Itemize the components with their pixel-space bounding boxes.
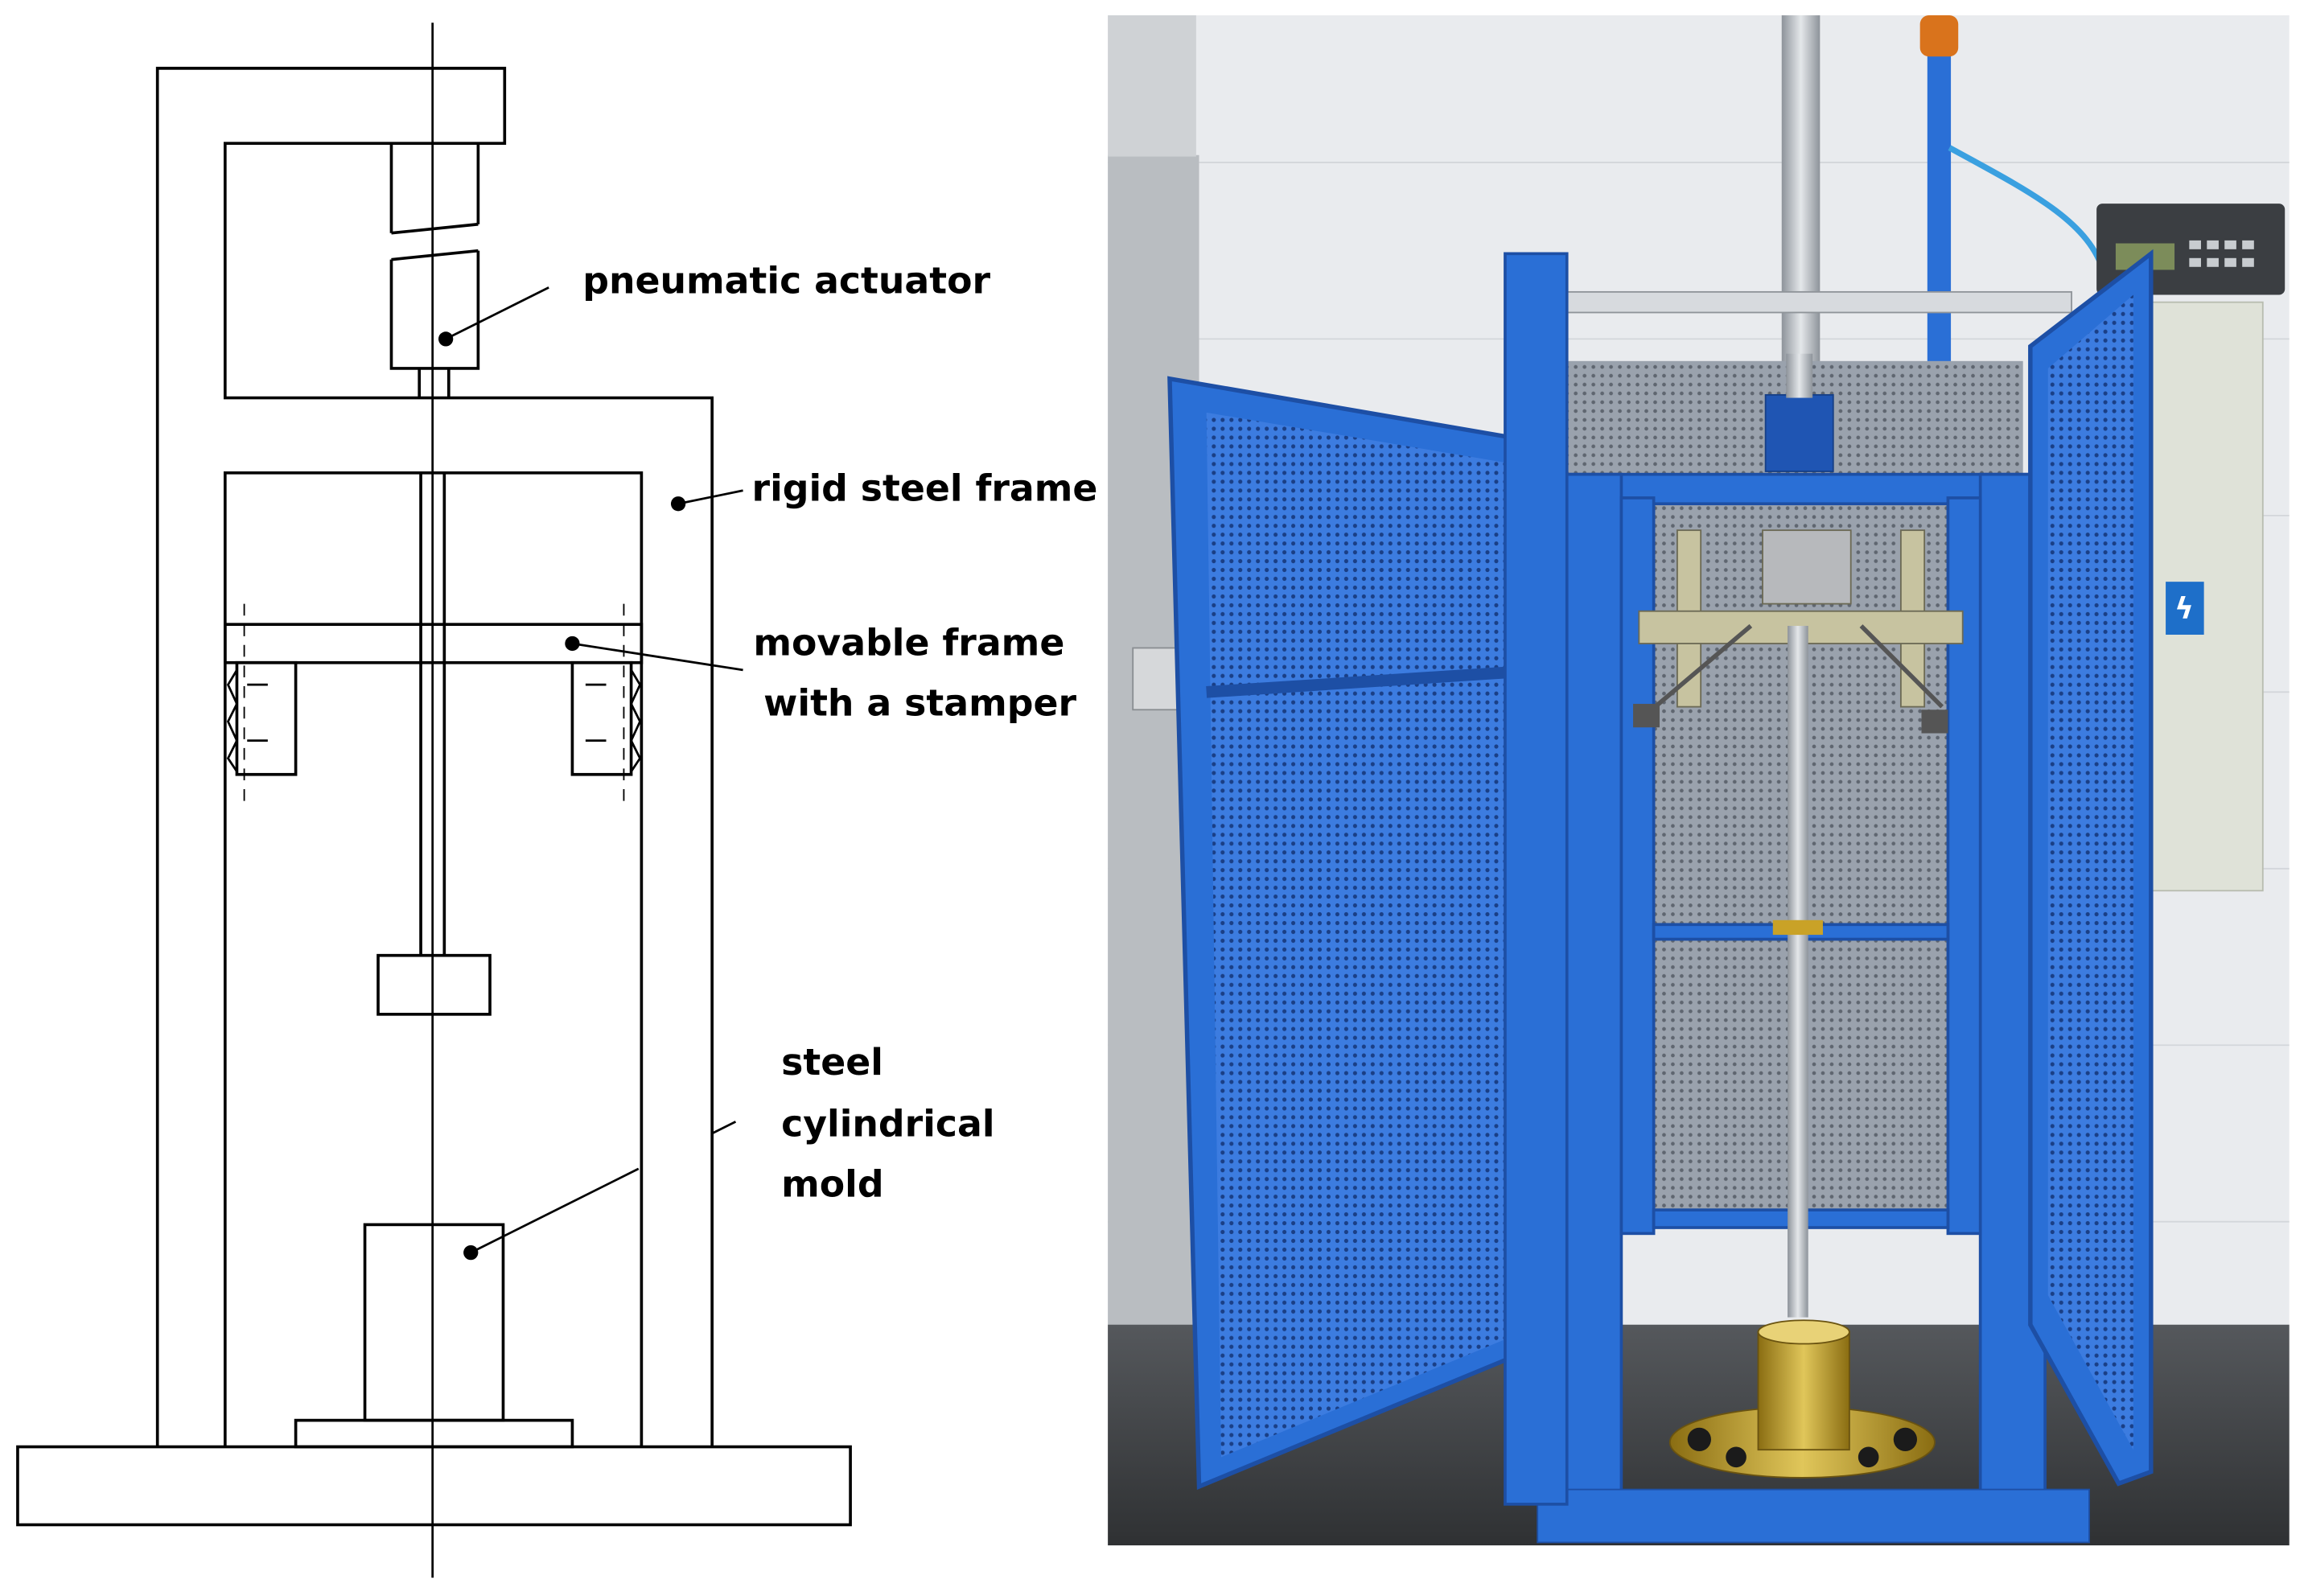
leader-movable xyxy=(572,642,743,672)
bearing-right-detail xyxy=(585,669,642,772)
label-movable-frame: movable frame with a stamper xyxy=(753,622,1077,725)
cylindrical-mold xyxy=(363,1223,505,1422)
label-steel-cylindrical-mold: steel cylindrical mold xyxy=(781,1041,1007,1206)
guide-dash-lines xyxy=(243,603,625,804)
ceiling-pipe xyxy=(1781,15,1821,398)
warning-sticker xyxy=(2166,582,2204,635)
cabinet-latch xyxy=(1132,647,1184,711)
label-movable-line-2: with a stamper xyxy=(763,682,1076,725)
dot-mold xyxy=(463,1244,479,1261)
label-mold-line-3: mold xyxy=(781,1163,883,1206)
leader-mold xyxy=(470,1167,640,1254)
actuator-lower xyxy=(389,250,480,370)
dot-actuator xyxy=(438,331,454,347)
stamper xyxy=(376,953,492,1016)
leader-dots xyxy=(438,331,686,1261)
actuator-upper xyxy=(389,143,480,233)
stamper-collar xyxy=(1772,919,1823,936)
actuator-rod xyxy=(418,368,451,398)
mold-base-plate xyxy=(294,1418,574,1449)
left-door xyxy=(1167,376,1540,1490)
schematic-diagram xyxy=(16,23,852,1578)
machine-photo: ϟ xyxy=(1108,15,2290,1546)
mold-cylinder xyxy=(1757,1331,1850,1451)
machine-base xyxy=(16,1445,852,1527)
label-movable-line-1: movable frame xyxy=(753,622,1064,664)
machine-base-plate xyxy=(1537,1488,2090,1544)
diagram-labels: pneumatic actuator rigid steel frame mov… xyxy=(582,260,1097,1206)
leader-frame-lower xyxy=(711,1121,737,1135)
stamper-shaft xyxy=(419,472,446,956)
actuator-break-2 xyxy=(391,249,479,261)
bearing-left-detail xyxy=(226,669,268,772)
rigid-steel-frame-outline xyxy=(155,67,714,1447)
label-pneumatic-actuator: pneumatic actuator xyxy=(582,260,990,302)
bearing-left xyxy=(235,660,298,776)
wall-panel-right xyxy=(2147,301,2264,892)
stamper-shaft-photo xyxy=(1788,626,1808,1318)
label-rigid-steel-frame: rigid steel frame xyxy=(752,467,1098,510)
actuator-rod-photo xyxy=(1786,353,1813,398)
mold-knobs xyxy=(1687,1427,1918,1468)
lightning-icon: ϟ xyxy=(2174,591,2194,626)
cabinet-top xyxy=(1108,15,1196,157)
dot-movable xyxy=(565,636,580,652)
display-keys xyxy=(2189,240,2254,267)
actuator-break-1 xyxy=(391,222,479,235)
movable-frame-photo xyxy=(1633,529,1964,734)
beacon-light xyxy=(1919,15,1959,57)
top-rail xyxy=(1561,290,2072,314)
leader-actuator xyxy=(445,286,549,340)
air-hose xyxy=(1948,145,2107,274)
bearing-right xyxy=(570,660,633,776)
centre-post xyxy=(1504,252,1569,1506)
leader-frame xyxy=(677,489,743,505)
label-mold-line-1: steel xyxy=(781,1041,883,1084)
right-door xyxy=(2028,249,2154,1487)
label-mold-line-2: cylindrical xyxy=(781,1103,994,1146)
mold-top xyxy=(1757,1319,1850,1345)
actuator-head xyxy=(1764,393,1834,472)
dot-frame xyxy=(670,496,686,512)
